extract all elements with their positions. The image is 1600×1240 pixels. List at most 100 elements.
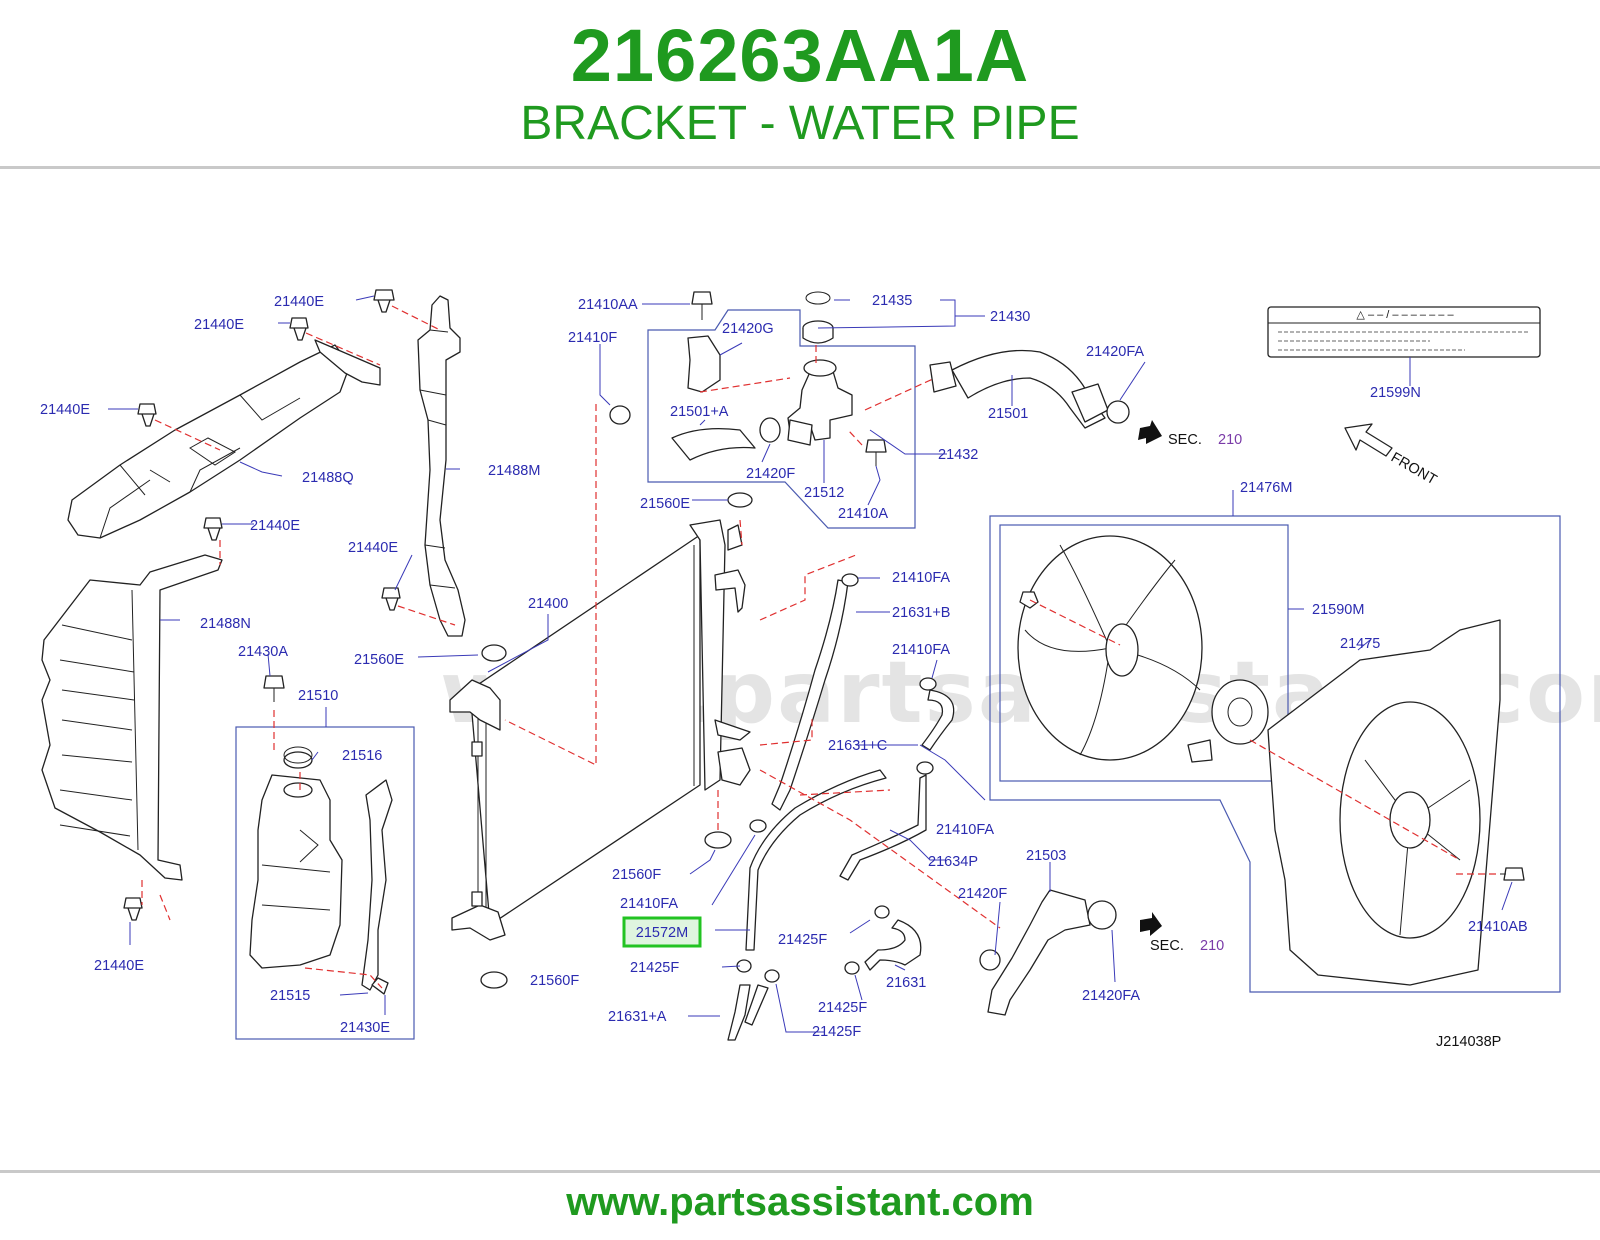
clamp-21410FA-d[interactable] <box>749 819 767 833</box>
callout-21631[interactable]: 21631 <box>886 975 926 991</box>
fan-motor[interactable] <box>1187 679 1269 763</box>
radiator-cap-21430[interactable] <box>802 291 834 344</box>
warning-label-21599N[interactable]: △ – – / – – – – – – – <box>1267 306 1541 358</box>
callout-21400[interactable]: 21400 <box>528 596 568 612</box>
callout-21440E-f[interactable]: 21440E <box>94 958 144 974</box>
clamp-21420FA-upper[interactable] <box>1106 400 1130 424</box>
callout-21516[interactable]: 21516 <box>342 748 382 764</box>
callout-21503[interactable]: 21503 <box>1026 848 1066 864</box>
callout-21440E-c[interactable]: 21440E <box>40 402 90 418</box>
callout-21634P[interactable]: 21634P <box>928 854 978 870</box>
clamp-21410FA-a[interactable] <box>841 573 859 587</box>
sec-number-upper[interactable]: 210 <box>1218 432 1242 448</box>
upper-hose-21501[interactable] <box>929 349 1109 429</box>
callout-21512[interactable]: 21512 <box>804 485 844 501</box>
callout-21425F-c[interactable]: 21425F <box>818 1000 867 1016</box>
callout-21440E-d[interactable]: 21440E <box>250 518 300 534</box>
callout-21501-A[interactable]: 21501+A <box>670 404 729 420</box>
callout-21440E-a[interactable]: 21440E <box>274 294 324 310</box>
callout-21560F-mid[interactable]: 21560F <box>612 867 661 883</box>
callout-21590M[interactable]: 21590M <box>1312 602 1364 618</box>
mount-21560E-top[interactable] <box>727 492 753 508</box>
callout-21410FA-c[interactable]: 21410FA <box>936 822 994 838</box>
callout-21631-C[interactable]: 21631+C <box>828 738 887 754</box>
footer-website-link[interactable]: www.partsassistant.com <box>566 1180 1034 1224</box>
callout-21510[interactable]: 21510 <box>298 688 338 704</box>
bolt-21430A[interactable] <box>263 675 285 702</box>
callout-21420F-lower[interactable]: 21420F <box>958 886 1007 902</box>
hose-21631C[interactable] <box>921 689 955 751</box>
callout-21425F-d[interactable]: 21425F <box>812 1024 861 1040</box>
assembly-dashed-lines <box>141 305 1498 989</box>
callout-21515[interactable]: 21515 <box>270 988 310 1004</box>
callout-21430[interactable]: 21430 <box>990 309 1030 325</box>
callout-21410AB[interactable]: 21410AB <box>1468 919 1528 935</box>
callout-21501[interactable]: 21501 <box>988 406 1028 422</box>
mount-21560E-left[interactable] <box>481 644 507 662</box>
callout-21488Q[interactable]: 21488Q <box>302 470 354 486</box>
radiator-side-bracket-21488M[interactable] <box>417 295 466 637</box>
callout-21430E[interactable]: 21430E <box>340 1020 390 1036</box>
callout-21488M[interactable]: 21488M <box>488 463 540 479</box>
hose-21631A[interactable] <box>727 984 769 1041</box>
callout-21432[interactable]: 21432 <box>938 447 978 463</box>
pipe-21572M[interactable] <box>745 769 887 951</box>
reservoir-cap-21516[interactable] <box>283 746 313 769</box>
hose-21631[interactable] <box>864 919 922 971</box>
callout-21410AA[interactable]: 21410AA <box>578 297 638 313</box>
callout-21440E-e[interactable]: 21440E <box>348 540 398 556</box>
callout-21410A[interactable]: 21410A <box>838 506 888 522</box>
reservoir-tank-21515[interactable] <box>249 774 393 995</box>
fan-shroud-21475[interactable] <box>1267 619 1501 986</box>
callout-21476M[interactable]: 21476M <box>1240 480 1292 496</box>
clamp-21410FA-b[interactable] <box>919 677 937 691</box>
callout-21599N[interactable]: 21599N <box>1370 385 1421 401</box>
callout-21631-B[interactable]: 21631+B <box>892 605 950 621</box>
callout-21560E-left[interactable]: 21560E <box>354 652 404 668</box>
fan-blade[interactable] <box>1017 535 1203 761</box>
callout-21560F-bottom[interactable]: 21560F <box>530 973 579 989</box>
filler-neck-21512[interactable] <box>787 359 853 446</box>
callout-21425F-a[interactable]: 21425F <box>778 932 827 948</box>
callout-21420F-upper[interactable]: 21420F <box>746 466 795 482</box>
mount-21560F-bottom[interactable] <box>480 971 508 989</box>
callout-21488N[interactable]: 21488N <box>200 616 251 632</box>
callout-21572M-highlighted[interactable]: 21572M <box>636 925 688 941</box>
clip-21440E-group[interactable] <box>123 289 401 921</box>
upper-hose-21501A[interactable] <box>671 428 756 461</box>
callout-21430A[interactable]: 21430A <box>238 644 288 660</box>
clamp-21410FA-c[interactable] <box>916 761 934 775</box>
callout-21440E-b[interactable]: 21440E <box>194 317 244 333</box>
clamp-21410F[interactable] <box>609 405 631 425</box>
radiator-21400[interactable] <box>449 519 751 941</box>
highlighted-part-box[interactable] <box>622 916 702 948</box>
nut-fan[interactable] <box>1019 591 1039 609</box>
callout-21631-A[interactable]: 21631+A <box>608 1009 667 1025</box>
air-guide-lower-21488N[interactable] <box>41 554 223 881</box>
callout-21410F[interactable]: 21410F <box>568 330 617 346</box>
bolt-21410AB[interactable] <box>1500 867 1525 881</box>
bolt-21410A[interactable] <box>865 439 887 466</box>
callout-21420FA-upper[interactable]: 21420FA <box>1086 344 1144 360</box>
clamp-21425F-c[interactable] <box>844 961 860 975</box>
sec-number-lower[interactable]: 210 <box>1200 938 1224 954</box>
callout-21410FA-d[interactable]: 21410FA <box>620 896 678 912</box>
pipe-21634P[interactable] <box>839 774 927 881</box>
bracket-21420G[interactable] <box>687 335 721 393</box>
callout-21475[interactable]: 21475 <box>1340 636 1380 652</box>
clamp-21425F-a[interactable] <box>874 905 890 919</box>
callout-21560E-top[interactable]: 21560E <box>640 496 690 512</box>
air-guide-upper-21488Q[interactable] <box>67 339 381 539</box>
mount-21560F-mid[interactable] <box>704 831 732 849</box>
hose-21631B[interactable] <box>771 579 849 811</box>
callout-21435[interactable]: 21435 <box>872 293 912 309</box>
bolt-21410AA[interactable] <box>691 291 713 320</box>
clamp-21425F-d[interactable] <box>764 969 780 983</box>
lower-hose-21503[interactable] <box>979 889 1117 1016</box>
callout-21425F-b[interactable]: 21425F <box>630 960 679 976</box>
clamp-21420F-upper[interactable] <box>759 417 781 443</box>
callout-21420G[interactable]: 21420G <box>722 321 774 337</box>
callout-21410FA-a[interactable]: 21410FA <box>892 570 950 586</box>
callout-21420FA-lower[interactable]: 21420FA <box>1082 988 1140 1004</box>
callout-21410FA-b[interactable]: 21410FA <box>892 642 950 658</box>
